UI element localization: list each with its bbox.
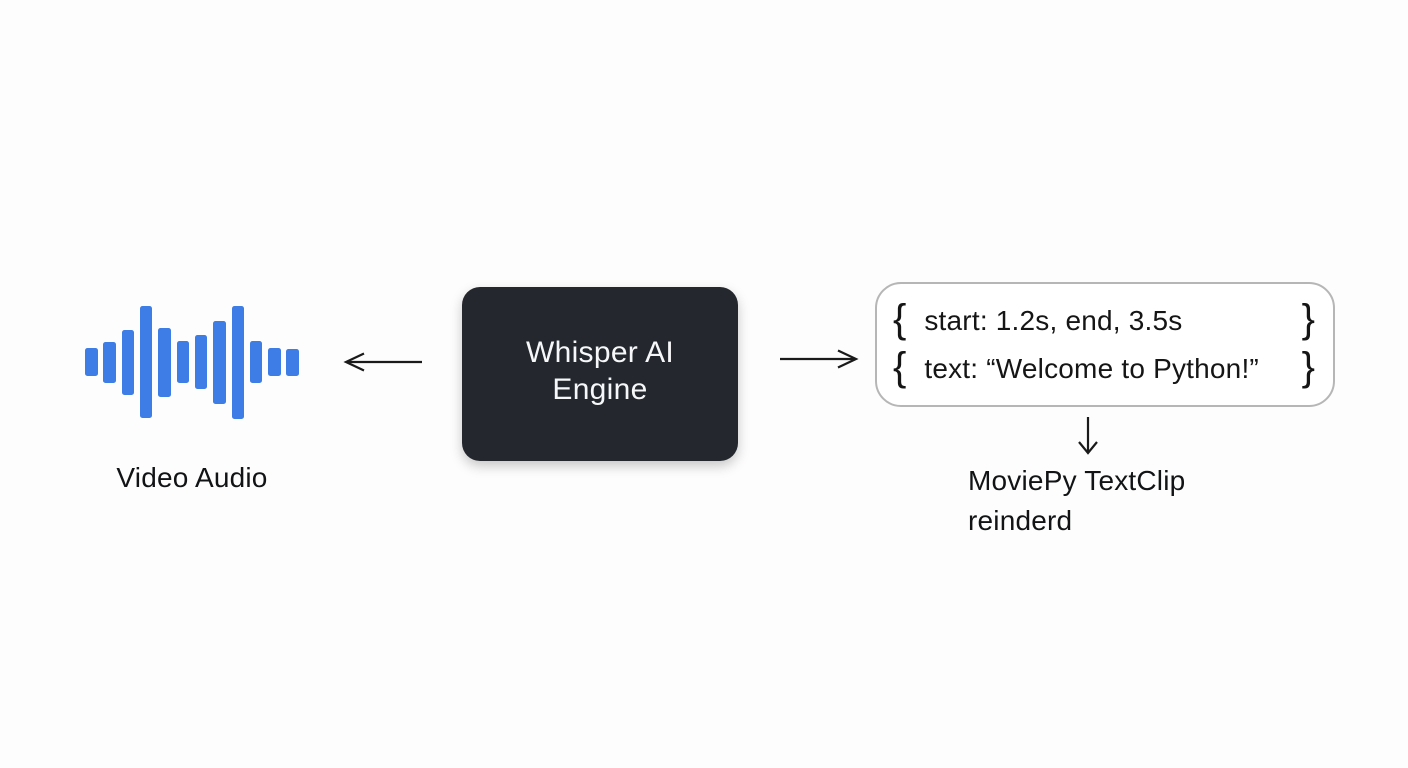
waveform-bar [268, 348, 281, 376]
waveform-bar [286, 348, 299, 376]
whisper-engine-label-line1: Whisper AI [525, 336, 675, 369]
arrow-right-icon [778, 347, 862, 371]
waveform-bar [194, 335, 208, 389]
audio-waveform-icon [85, 303, 299, 421]
waveform-bar [231, 305, 244, 419]
close-brace: } [1301, 344, 1315, 389]
waveform-bar [103, 341, 116, 383]
whisper-engine-label-line2: Engine [552, 373, 648, 406]
result-label-line1: MoviePy TextClip [968, 465, 1186, 496]
waveform-bar [176, 341, 190, 383]
transcript-content-text: text: “Welcome to Python!” [924, 352, 1259, 384]
waveform-bar [139, 306, 153, 418]
result-label: MoviePy TextClip reinderd [968, 461, 1185, 541]
open-brace: { [893, 344, 907, 389]
open-brace: { [893, 296, 907, 341]
arrow-left-icon [340, 350, 424, 374]
result-label-line2: reinderd [968, 505, 1073, 536]
transcript-output-node: { start: 1.2s, end, 3.5s } { text: “Welc… [875, 282, 1335, 407]
whisper-engine-node: Whisper AI Engine [462, 287, 738, 461]
waveform-bar [85, 348, 98, 376]
transcript-row: { text: “Welcome to Python!” } [893, 345, 1315, 393]
close-brace: } [1301, 296, 1315, 341]
waveform-bar [121, 329, 135, 395]
arrow-down-icon [1075, 415, 1101, 457]
waveform-bar [249, 341, 263, 383]
transcript-row: { start: 1.2s, end, 3.5s } [893, 297, 1315, 345]
waveform-bar [158, 327, 171, 397]
transcript-timing-text: start: 1.2s, end, 3.5s [924, 304, 1183, 336]
video-audio-label: Video Audio [116, 462, 268, 493]
waveform-bar [213, 320, 226, 404]
